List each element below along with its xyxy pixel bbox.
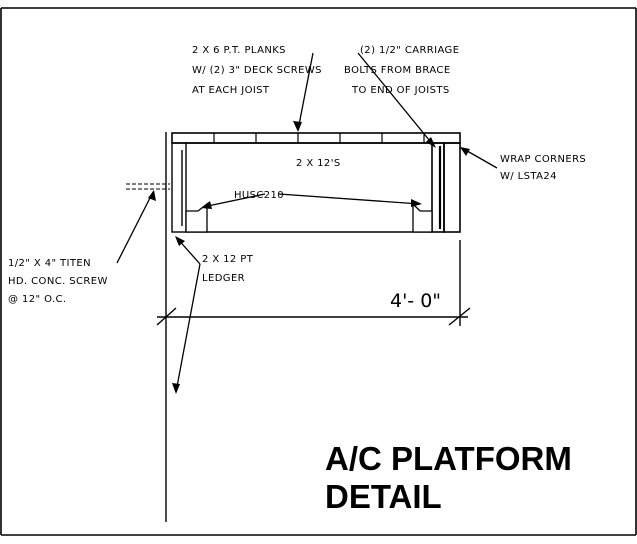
- note-screw-line-3: @ 12" O.C.: [8, 294, 67, 305]
- note-planks-line-3: AT EACH JOIST: [192, 85, 270, 96]
- note-ledger-line-1: 2 X 12 PT: [202, 254, 254, 265]
- note-hanger: HUSC210: [234, 190, 284, 201]
- note-screw-line-1: 1/2" X 4" TITEN: [8, 258, 91, 269]
- note-ledger-line-2: LEDGER: [202, 273, 245, 284]
- note-wrap-corners: WRAP CORNERS W/ LSTA24: [500, 154, 590, 182]
- hanger-right: [412, 202, 433, 233]
- note-joists: 2 X 12'S: [296, 158, 341, 169]
- dimension-label: 4'- 0": [390, 290, 441, 312]
- note-planks: 2 X 6 P.T. PLANKS W/ (2) 3" DECK SCREWS …: [192, 45, 325, 96]
- note-carriage-line-1: (2) 1/2" CARRIAGE: [360, 45, 459, 56]
- note-wrap-line-1: WRAP CORNERS: [500, 154, 586, 165]
- end-brace: [431, 142, 461, 233]
- note-carriage-line-2: BOLTS FROM BRACE: [344, 65, 451, 76]
- note-planks-line-2: W/ (2) 3" DECK SCREWS: [192, 65, 322, 76]
- leader-arrowheads: [148, 121, 470, 394]
- note-planks-line-1: 2 X 6 P.T. PLANKS: [192, 45, 286, 56]
- ledger: [171, 142, 187, 233]
- drawing-title-line-1: A/C PLATFORM: [325, 440, 572, 477]
- note-carriage-line-3: TO END OF JOISTS: [351, 85, 450, 96]
- drawing-title: A/C PLATFORM DETAIL: [325, 440, 581, 515]
- joist: [186, 142, 432, 233]
- concrete-screw: [126, 183, 170, 190]
- note-ledger: 2 X 12 PT LEDGER: [202, 254, 257, 284]
- note-carriage-bolts: (2) 1/2" CARRIAGE BOLTS FROM BRACE TO EN…: [344, 45, 463, 96]
- drawing-title-line-2: DETAIL: [325, 478, 442, 515]
- note-concrete-screw: 1/2" X 4" TITEN HD. CONC. SCREW @ 12" O.…: [8, 258, 111, 305]
- deck-planks: [171, 132, 461, 144]
- note-wrap-line-2: W/ LSTA24: [500, 171, 557, 182]
- dimension-line: [156, 240, 471, 326]
- sheet-border: [0, 7, 637, 536]
- note-screw-line-2: HD. CONC. SCREW: [8, 276, 108, 287]
